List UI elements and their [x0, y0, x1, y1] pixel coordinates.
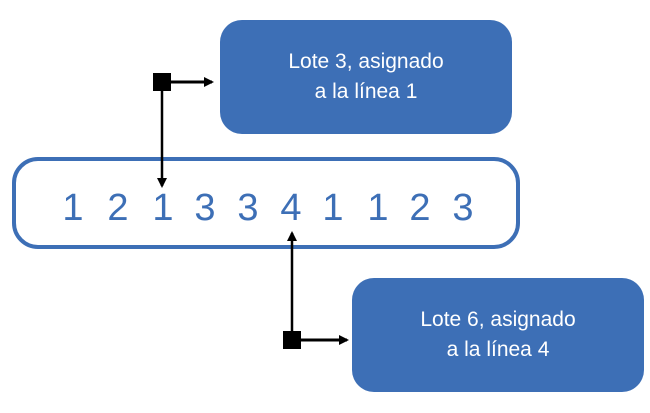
sequence-digit-3: 1 — [152, 187, 174, 229]
sequence-digit-1: 1 — [62, 187, 84, 229]
sequence-digit-9: 2 — [409, 187, 431, 229]
callout-lot-6-line-2: a la línea 4 — [446, 338, 550, 361]
sequence-digit-7: 1 — [322, 187, 344, 229]
sequence-digit-6: 4 — [280, 187, 302, 229]
connector-handle-lot-3 — [153, 73, 171, 91]
callout-lot-6-line-1: Lote 6, asignado — [420, 308, 576, 331]
callout-lot-3-line-2: a la línea 1 — [314, 80, 418, 103]
connector-handle-lot-6 — [283, 331, 301, 349]
connector-lot-3 — [153, 73, 214, 188]
connector-lot-6 — [283, 231, 349, 349]
sequence-box — [12, 157, 520, 249]
callout-lot-3-line-1: Lote 3, asignado — [288, 50, 444, 73]
sequence-digit-5: 3 — [237, 187, 259, 229]
sequence-digit-4: 3 — [194, 187, 216, 229]
callout-lot-3: Lote 3, asignado a la línea 1 — [220, 20, 512, 134]
sequence-digit-10: 3 — [452, 187, 474, 229]
sequence-digit-2: 2 — [107, 187, 129, 229]
callout-lot-6: Lote 6, asignado a la línea 4 — [352, 278, 644, 392]
sequence-digit-8: 1 — [367, 187, 389, 229]
